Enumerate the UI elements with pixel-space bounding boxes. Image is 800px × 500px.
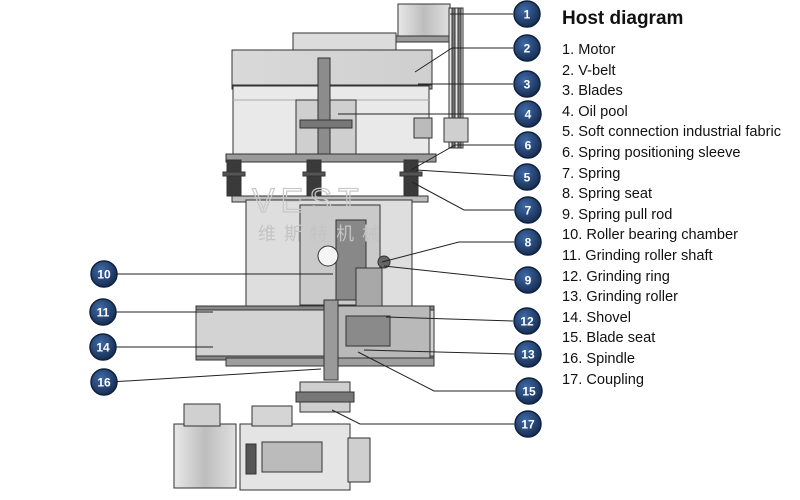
leader-lines xyxy=(109,13,515,425)
legend: Host diagram 1. Motor 2. V-belt 3. Blade… xyxy=(562,8,794,390)
legend-item: 7. Spring xyxy=(562,165,621,182)
legend-item: 8. Spring seat xyxy=(562,186,653,203)
badge-10: 10 xyxy=(90,260,118,288)
badge-8: 8 xyxy=(514,228,542,256)
diagram-title: Host diagram xyxy=(562,8,684,29)
svg-text:4: 4 xyxy=(525,108,532,122)
legend-item: 12. Grinding ring xyxy=(562,268,670,285)
svg-text:13: 13 xyxy=(521,348,535,362)
legend-item: 6. Spring positioning sleeve xyxy=(562,144,741,161)
svg-text:16: 16 xyxy=(97,376,111,390)
legend-item: 14. Shovel xyxy=(562,309,631,326)
svg-text:7: 7 xyxy=(525,204,532,218)
svg-text:14: 14 xyxy=(96,341,110,355)
badge-15: 15 xyxy=(515,377,543,405)
watermark-cn: 维斯特机械 xyxy=(258,224,388,245)
badge-11: 11 xyxy=(89,298,117,326)
legend-item: 13. Grinding roller xyxy=(562,289,678,306)
badge-3: 3 xyxy=(513,70,541,98)
upper-flange xyxy=(225,153,437,163)
legend-item: 11. Grinding roller shaft xyxy=(562,247,713,264)
top-motor xyxy=(397,3,451,39)
badge-1: 1 xyxy=(513,0,541,28)
legend-item: 17. Coupling xyxy=(562,371,644,388)
legend-item: 2. V-belt xyxy=(562,62,616,79)
svg-text:15: 15 xyxy=(522,385,536,399)
legend-item: 4. Oil pool xyxy=(562,103,628,120)
svg-text:11: 11 xyxy=(97,306,110,320)
badge-17: 17 xyxy=(514,410,542,438)
badge-14: 14 xyxy=(89,333,117,361)
badge-4: 4 xyxy=(514,100,542,128)
svg-text:9: 9 xyxy=(525,274,532,288)
legend-item: 16. Spindle xyxy=(562,350,636,367)
parts-list: 1. Motor 2. V-belt 3. Blades 4. Oil pool… xyxy=(562,40,794,390)
badge-5: 5 xyxy=(513,163,541,191)
svg-text:6: 6 xyxy=(525,139,532,153)
badge-9: 9 xyxy=(514,266,542,294)
svg-text:3: 3 xyxy=(524,78,531,92)
svg-text:1: 1 xyxy=(524,8,531,22)
svg-text:2: 2 xyxy=(524,42,531,56)
badge-6: 6 xyxy=(514,131,542,159)
mill-machine xyxy=(173,3,469,491)
legend-item: 9. Spring pull rod xyxy=(562,206,673,223)
svg-text:8: 8 xyxy=(525,236,532,250)
legend-item: 15. Blade seat xyxy=(562,330,656,347)
lower-motor xyxy=(173,423,237,489)
badge-2: 2 xyxy=(513,34,541,62)
svg-text:12: 12 xyxy=(520,315,534,329)
svg-text:10: 10 xyxy=(97,268,111,282)
part-badges: 1 2 3 4 6 5 7 8 xyxy=(89,0,543,438)
legend-item: 5. Soft connection industrial fabric xyxy=(562,124,782,141)
badge-7: 7 xyxy=(514,196,542,224)
badge-13: 13 xyxy=(514,340,542,368)
legend-item: 3. Blades xyxy=(562,83,623,100)
legend-item: 1. Motor xyxy=(562,42,616,58)
badge-12: 12 xyxy=(513,307,541,335)
svg-text:5: 5 xyxy=(524,171,531,185)
badge-16: 16 xyxy=(90,368,118,396)
spindle xyxy=(323,299,339,381)
watermark-logo: VEST xyxy=(252,182,365,220)
legend-item: 10. Roller bearing chamber xyxy=(562,227,739,244)
svg-text:17: 17 xyxy=(521,418,535,432)
upper-housing xyxy=(231,49,433,87)
